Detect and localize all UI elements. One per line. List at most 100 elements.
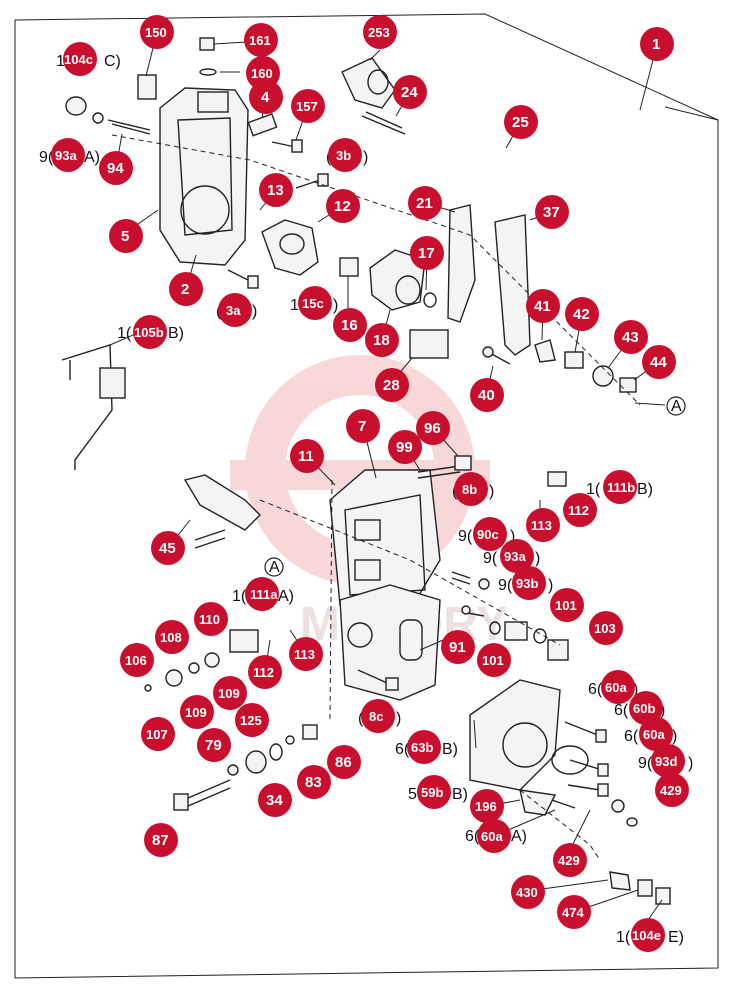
svg-text:125: 125 <box>240 713 262 728</box>
badge-25: 25 <box>504 105 538 139</box>
svg-text:87: 87 <box>152 832 169 849</box>
svg-text:112: 112 <box>568 503 589 518</box>
svg-text:15c: 15c <box>302 296 324 311</box>
badge-83: 83 <box>297 765 331 799</box>
svg-text:): ) <box>396 710 401 727</box>
bolt-157 <box>271 139 303 153</box>
svg-text:112: 112 <box>253 665 274 680</box>
svg-text:B): B) <box>442 741 458 758</box>
badge-430: 430 <box>511 875 545 909</box>
badge-429-right: 429 <box>655 773 689 807</box>
badge-21: 21 <box>408 186 442 220</box>
badge-3b: 3b <box>328 138 362 172</box>
svg-text:83: 83 <box>305 774 322 791</box>
badge-106: 106 <box>120 643 154 677</box>
badge-110: 110 <box>194 602 228 636</box>
badge-79: 79 <box>197 728 231 762</box>
svg-text:): ) <box>548 577 553 594</box>
badge-24: 24 <box>393 75 427 109</box>
badge-109-b: 109 <box>180 695 214 729</box>
badge-113-left: 113 <box>289 637 323 671</box>
svg-text:79: 79 <box>205 737 222 754</box>
block-28 <box>409 329 449 359</box>
svg-text:101: 101 <box>555 598 577 613</box>
badge-8c: 8c <box>361 699 395 733</box>
badge-41: 41 <box>526 289 560 323</box>
seal-101-103 <box>489 621 569 661</box>
badge-15c: 15c <box>298 286 332 320</box>
svg-text:): ) <box>363 149 368 166</box>
callout-badges: 1 150 161 253 104c 160 4 157 24 25 93a 3… <box>51 15 689 952</box>
axis-line-low <box>329 479 333 721</box>
svg-text:): ) <box>333 297 338 314</box>
svg-text:196: 196 <box>475 799 497 814</box>
badge-5: 5 <box>109 219 143 253</box>
badge-4: 4 <box>249 80 283 114</box>
bolt-40 <box>482 346 511 365</box>
governor-housing <box>159 87 249 266</box>
badge-44: 44 <box>642 345 676 379</box>
badge-112-left: 112 <box>248 655 282 689</box>
svg-text:9(: 9( <box>498 577 513 594</box>
svg-text:6(: 6( <box>465 828 480 845</box>
svg-text:111a: 111a <box>250 587 278 602</box>
svg-text:429: 429 <box>660 783 682 798</box>
svg-text:113: 113 <box>294 647 315 662</box>
weight-12 <box>261 219 319 276</box>
badge-60a-2: 60a <box>639 717 673 751</box>
spring-24 <box>361 111 406 135</box>
svg-text:): ) <box>633 681 638 698</box>
svg-text:): ) <box>672 728 677 745</box>
plate-91 <box>339 584 441 701</box>
svg-text:150: 150 <box>145 25 167 40</box>
bracket-196 <box>519 789 557 816</box>
svg-text:6(: 6( <box>624 728 639 745</box>
frame-border <box>14 13 719 979</box>
svg-text:A): A) <box>511 828 527 845</box>
bolt-93b <box>461 605 485 617</box>
bracket-105b <box>61 344 126 470</box>
screw-94 <box>107 119 151 135</box>
svg-text:1: 1 <box>652 36 660 53</box>
svg-text:2: 2 <box>181 281 189 298</box>
badge-12: 12 <box>326 189 360 223</box>
badge-125: 125 <box>235 703 269 737</box>
badge-99: 99 <box>388 430 422 464</box>
svg-text:6(: 6( <box>395 741 410 758</box>
sleeve-16-18 <box>339 249 437 311</box>
badge-43: 43 <box>614 320 648 354</box>
svg-text:34: 34 <box>266 792 283 809</box>
badge-90c: 90c <box>473 517 507 551</box>
badge-93b: 93b <box>512 566 546 600</box>
svg-text:109: 109 <box>185 705 207 720</box>
badge-107: 107 <box>141 717 175 751</box>
svg-text:9(: 9( <box>39 149 54 166</box>
spring-150 <box>137 74 157 100</box>
svg-text:45: 45 <box>159 540 176 557</box>
svg-text:110: 110 <box>199 612 220 627</box>
badge-109-a: 109 <box>213 676 247 710</box>
badge-96: 96 <box>416 411 450 445</box>
svg-text:94: 94 <box>107 160 124 177</box>
washer-group-79-34 <box>227 724 318 776</box>
svg-text:59b: 59b <box>421 785 443 800</box>
lever-37 <box>494 214 531 356</box>
valve-111b <box>547 471 567 487</box>
svg-text:6(: 6( <box>614 702 629 719</box>
svg-text:104c: 104c <box>64 52 93 67</box>
badge-1: 1 <box>640 27 674 61</box>
badge-13: 13 <box>259 173 293 207</box>
badge-91: 91 <box>441 630 475 664</box>
badge-17: 17 <box>410 236 444 270</box>
badge-63b: 63b <box>407 730 441 764</box>
badge-34: 34 <box>258 783 292 817</box>
svg-text:25: 25 <box>512 114 529 131</box>
badge-11: 11 <box>290 439 324 473</box>
svg-text:9(: 9( <box>638 755 653 772</box>
screw-41-44 <box>534 339 637 393</box>
svg-text:16: 16 <box>341 317 358 334</box>
badge-94: 94 <box>99 151 133 185</box>
badge-2: 2 <box>169 272 203 306</box>
svg-text:1(: 1( <box>232 588 247 605</box>
